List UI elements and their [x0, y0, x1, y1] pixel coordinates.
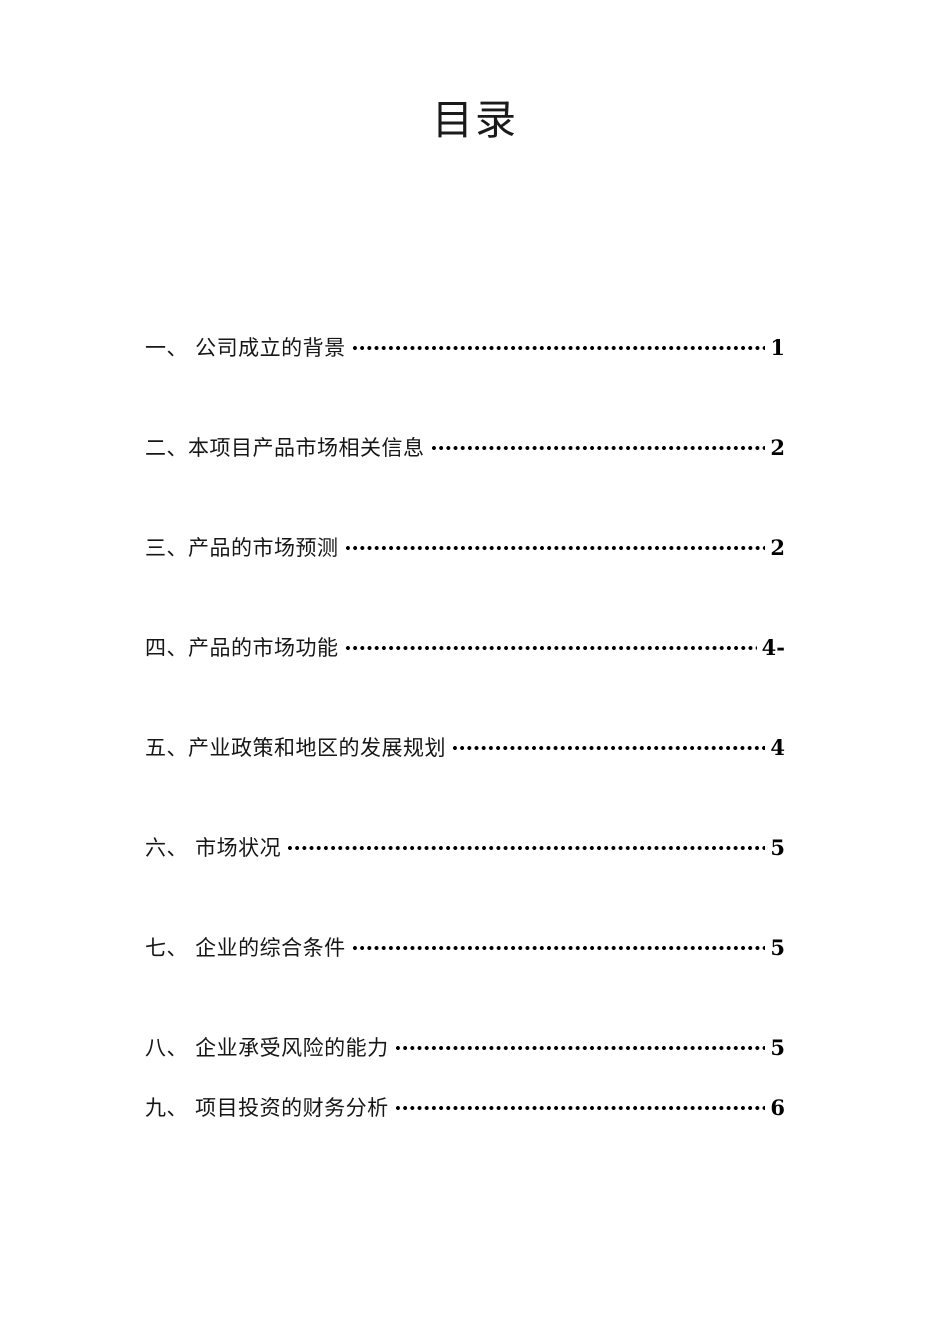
toc-entry[interactable]: 七、 企业的综合条件 5 [145, 862, 785, 962]
toc-entry-page-number: 5 [770, 1035, 785, 1060]
toc-entry-page-number: 4- [761, 635, 785, 660]
toc-entry-label: 四、产品的市场功能 [145, 636, 339, 660]
toc-entry-row: 六、 市场状况 5 [145, 832, 785, 862]
toc-entry-page-number: 2 [770, 435, 785, 460]
toc-entry[interactable]: 二、本项目产品市场相关信息 2 [145, 362, 785, 462]
dot-leader [453, 739, 766, 755]
toc-entry-row: 二、本项目产品市场相关信息 2 [145, 432, 785, 462]
table-of-contents: 一、 公司成立的背景 1 二、本项目产品市场相关信息 2 三、产品的市场预测 2… [145, 262, 785, 1122]
dot-leader [395, 1039, 766, 1055]
page-title: 目录 [432, 96, 518, 144]
toc-entry-row: 九、 项目投资的财务分析 6 [145, 1092, 785, 1122]
toc-entry[interactable]: 六、 市场状况 5 [145, 762, 785, 862]
dot-leader [352, 339, 766, 355]
toc-entry-row: 三、产品的市场预测 2 [145, 532, 785, 562]
dot-leader [345, 539, 766, 555]
toc-entry-row: 五、产业政策和地区的发展规划 4 [145, 732, 785, 762]
toc-entry-page-number: 6 [770, 1095, 785, 1120]
toc-entry-label: 一、 公司成立的背景 [145, 336, 346, 360]
toc-entry-label: 八、 企业承受风险的能力 [145, 1036, 389, 1060]
toc-entry[interactable]: 八、 企业承受风险的能力 5 [145, 962, 785, 1062]
dot-leader [345, 639, 757, 655]
toc-entry[interactable]: 九、 项目投资的财务分析 6 [145, 1062, 785, 1122]
dot-leader [288, 839, 766, 855]
toc-entry-row: 一、 公司成立的背景 1 [145, 332, 785, 362]
toc-entry-label: 二、本项目产品市场相关信息 [145, 436, 425, 460]
toc-entry-label: 六、 市场状况 [145, 836, 282, 860]
toc-entry-page-number: 4 [770, 735, 785, 760]
toc-entry-page-number: 1 [770, 335, 785, 360]
toc-entry[interactable]: 五、产业政策和地区的发展规划 4 [145, 662, 785, 762]
toc-entry-page-number: 5 [770, 935, 785, 960]
toc-entry-label: 七、 企业的综合条件 [145, 936, 346, 960]
dot-leader [395, 1099, 766, 1115]
toc-entry-label: 三、产品的市场预测 [145, 536, 339, 560]
toc-entry-page-number: 5 [770, 835, 785, 860]
dot-leader [431, 439, 766, 455]
toc-entry-row: 八、 企业承受风险的能力 5 [145, 1032, 785, 1062]
toc-entry[interactable]: 四、产品的市场功能 4- [145, 562, 785, 662]
toc-entry-label: 五、产业政策和地区的发展规划 [145, 736, 446, 760]
toc-entry-row: 四、产品的市场功能 4- [145, 632, 785, 662]
toc-entry-label: 九、 项目投资的财务分析 [145, 1096, 389, 1120]
toc-entry-row: 七、 企业的综合条件 5 [145, 932, 785, 962]
toc-entry[interactable]: 一、 公司成立的背景 1 [145, 262, 785, 362]
toc-entry[interactable]: 三、产品的市场预测 2 [145, 462, 785, 562]
dot-leader [352, 939, 766, 955]
toc-entry-page-number: 2 [770, 535, 785, 560]
